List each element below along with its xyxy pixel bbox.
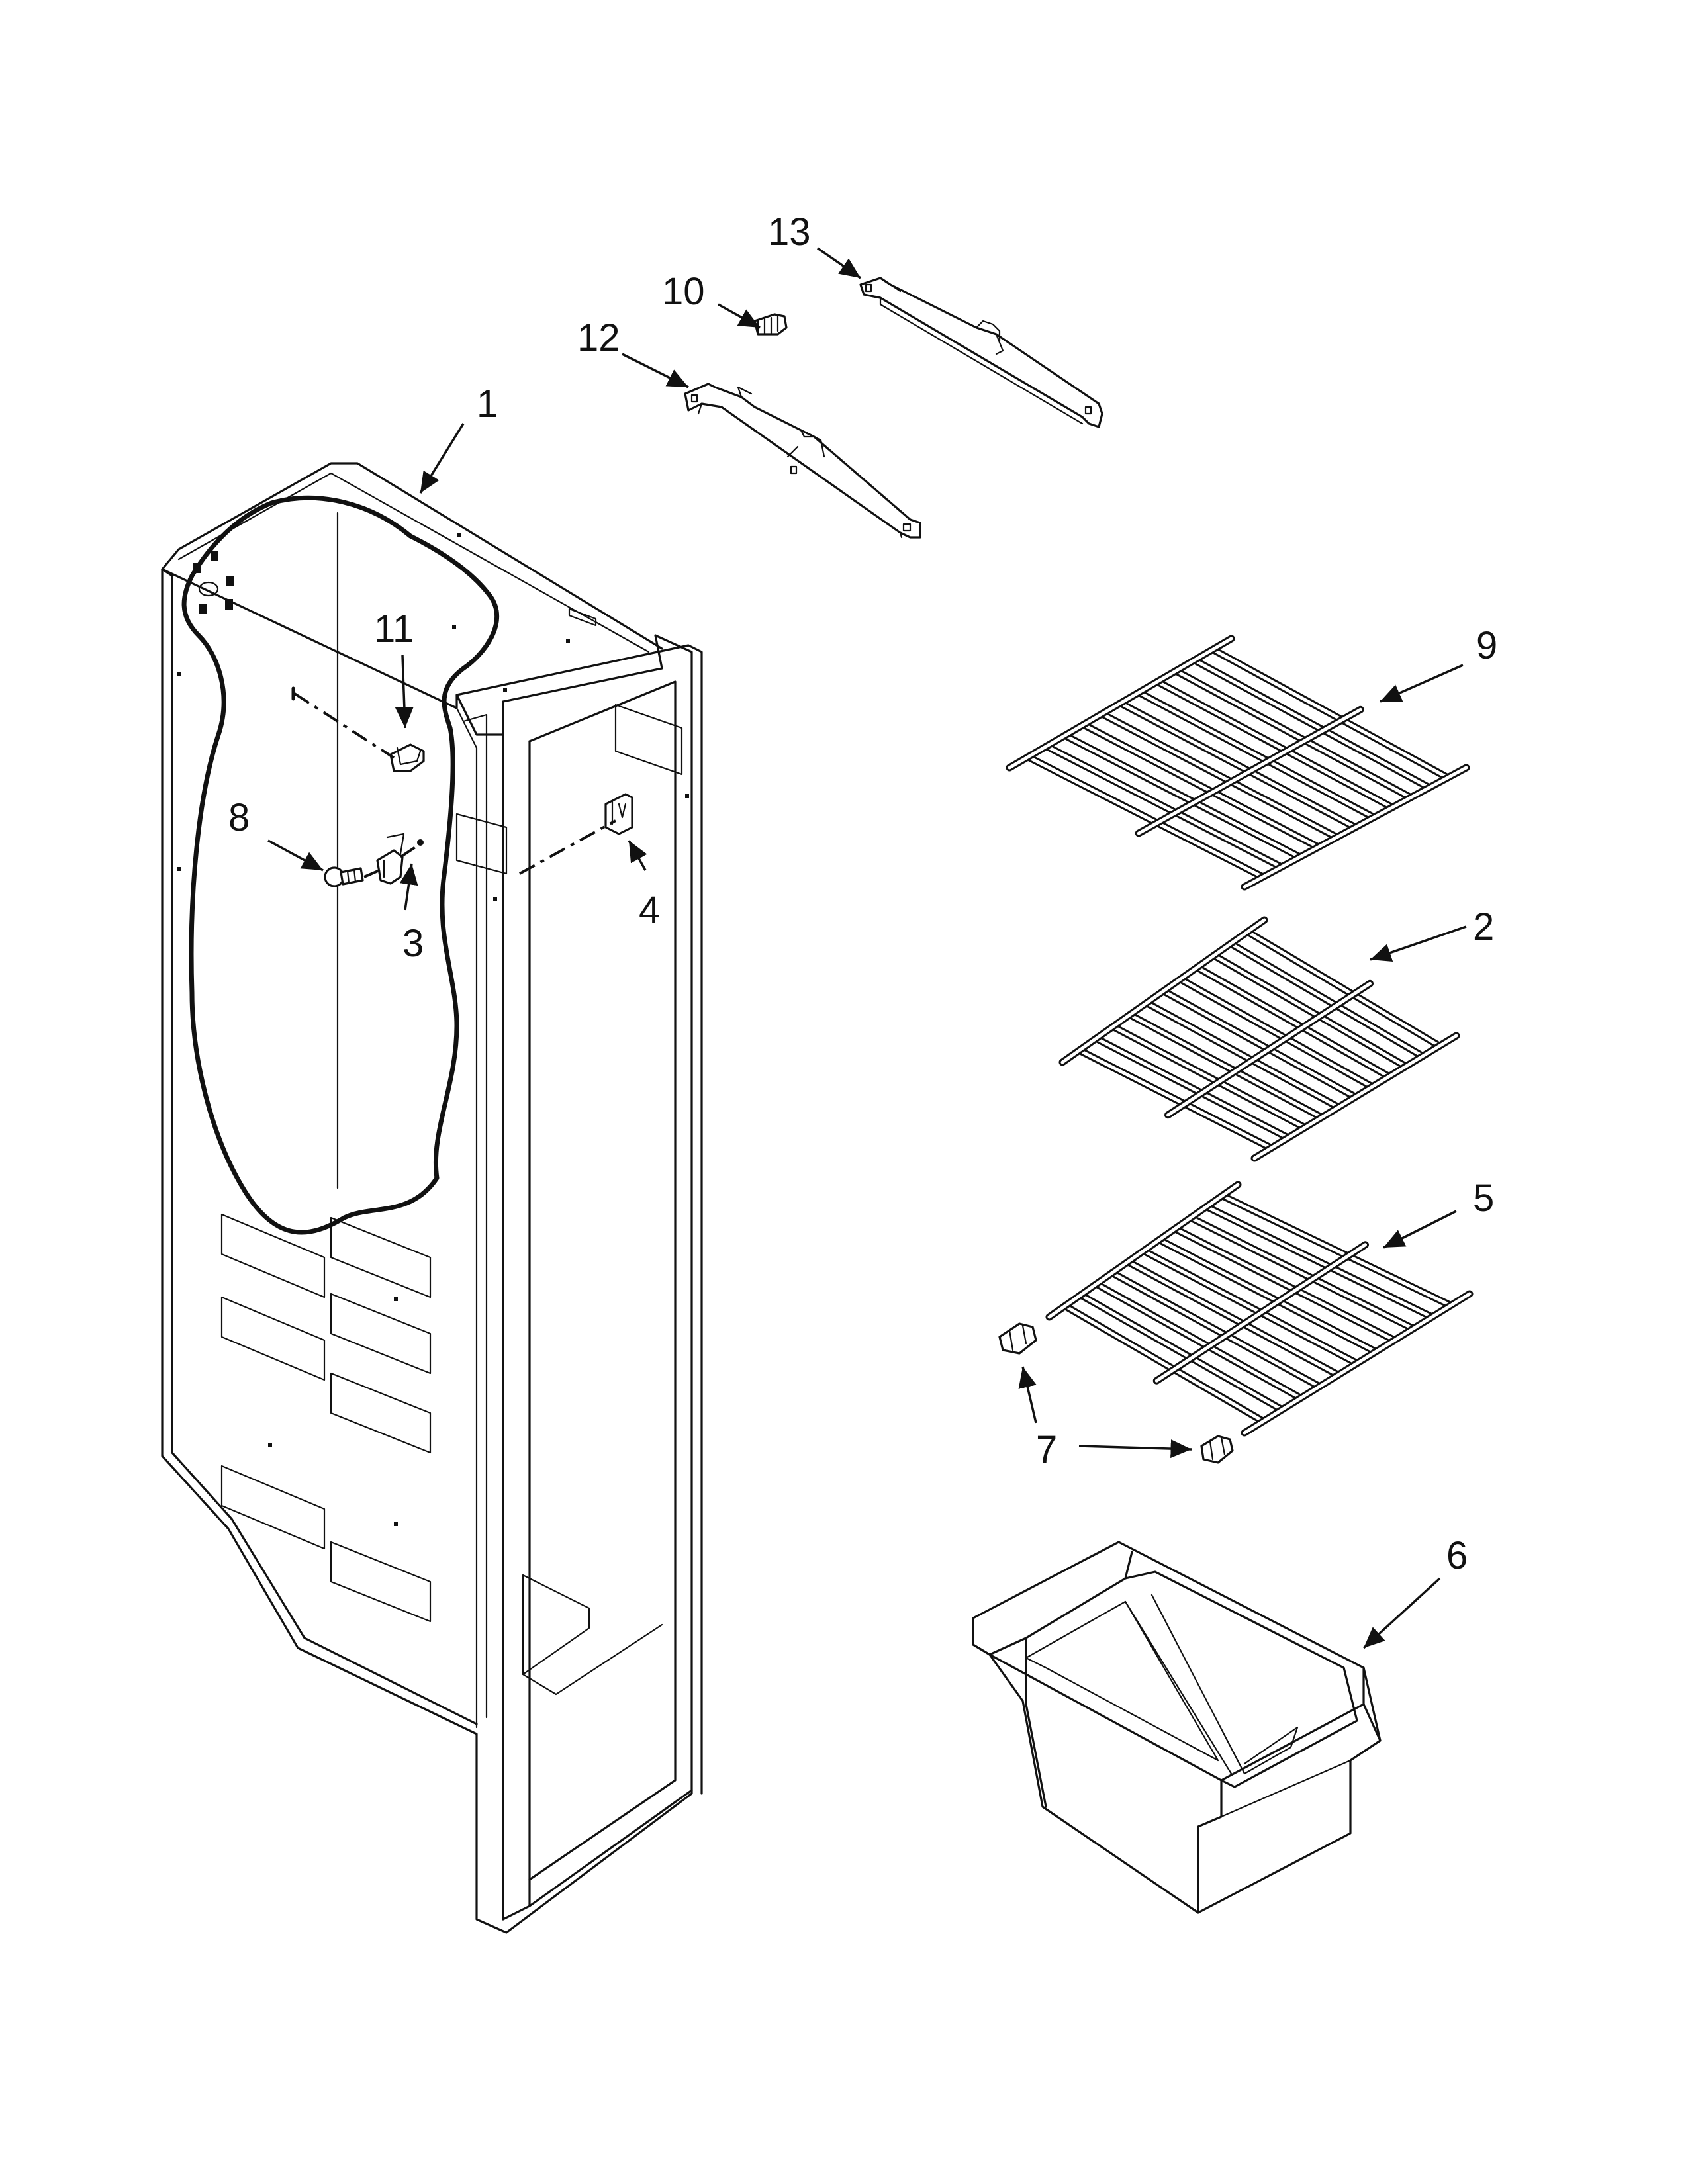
callout-3: 3 (402, 922, 424, 965)
liner-front-inner (528, 680, 677, 1881)
assembly-lines (291, 686, 616, 878)
callout-labels: 1 2 3 4 5 6 7 8 9 10 11 12 13 (228, 210, 1497, 1577)
leader-7b (1078, 1439, 1192, 1459)
liner-front-frame-left (502, 733, 531, 1921)
liner-vent (568, 608, 597, 627)
callout-9: 9 (1476, 624, 1497, 667)
callout-10: 10 (662, 270, 705, 313)
screw-10 (753, 313, 788, 336)
wire-shelf-5 (1045, 1181, 1474, 1437)
liner-light-housing (614, 704, 683, 776)
liner-recess (455, 813, 508, 875)
liner-inner-side-2 (462, 713, 488, 1719)
leader-6 (1362, 1577, 1441, 1649)
leader-8 (267, 839, 324, 872)
callout-12: 12 (577, 316, 620, 359)
leader-4 (628, 840, 647, 871)
shelf-stud-7b (1200, 1435, 1234, 1464)
leader-10 (718, 303, 761, 329)
leader-13 (817, 247, 861, 279)
leader-3 (399, 863, 418, 911)
storage-bin-6 (972, 1541, 1382, 1914)
liner-left-inner-edge (161, 568, 478, 1725)
liner-part (161, 462, 703, 1934)
liner-bottom-front (502, 1789, 693, 1921)
wire-shelves (1006, 635, 1474, 1437)
callout-7: 7 (1036, 1428, 1057, 1471)
leader-1 (419, 423, 465, 494)
leader-12 (622, 353, 689, 388)
liner-outer-shell (161, 568, 693, 1934)
liner-wall-panels (220, 1213, 432, 1623)
shelf-rail-13 (859, 277, 1103, 428)
wire-shelf-2 (1058, 916, 1460, 1162)
leader-9 (1380, 664, 1464, 703)
callout-8: 8 (228, 796, 250, 839)
wire-shelf-9 (1006, 635, 1470, 891)
callout-6: 6 (1446, 1534, 1468, 1577)
leader-2 (1370, 925, 1467, 962)
callout-13: 13 (768, 210, 811, 253)
liner-front-top (455, 644, 703, 1795)
callout-4: 4 (639, 889, 660, 932)
bracket-4 (604, 793, 633, 835)
callout-5: 5 (1473, 1177, 1494, 1220)
liner-top-edge (161, 462, 663, 650)
callout-11: 11 (374, 608, 414, 651)
callout-1: 1 (477, 383, 498, 426)
callout-2: 2 (1473, 905, 1494, 948)
leader-lines (267, 247, 1467, 1649)
leader-7a (1018, 1366, 1037, 1424)
leader-5 (1383, 1210, 1457, 1249)
bracket-11 (389, 743, 425, 772)
shelf-rail-12 (684, 383, 921, 539)
liner-bottom-tray (522, 1574, 663, 1696)
liner-cutaway-outline (181, 495, 500, 1235)
liner-mounting-holes (177, 533, 689, 1526)
shelf-stud-7a (998, 1322, 1037, 1355)
screw-8 (324, 866, 364, 887)
bracket-3 (376, 833, 405, 885)
leader-11 (395, 655, 414, 729)
